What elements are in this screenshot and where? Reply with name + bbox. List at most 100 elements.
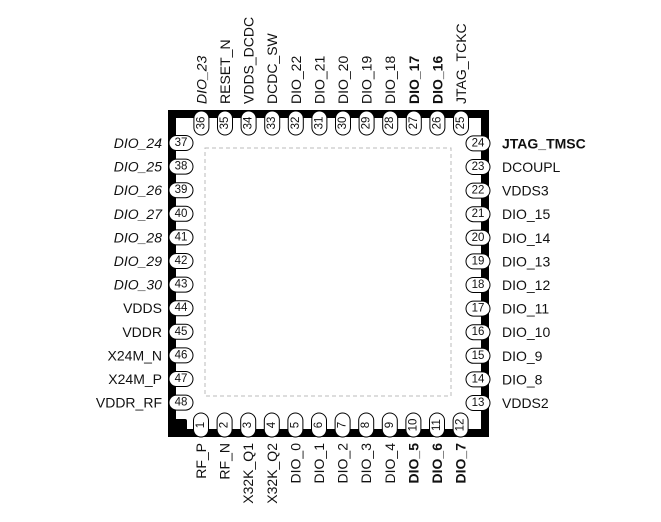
pin-label-36: DIO_23 <box>193 56 209 104</box>
pins-layer: 1RF_P2RF_N3X32K_Q14X32K_Q25DIO_06DIO_17D… <box>96 17 586 504</box>
pin-number-15: 15 <box>472 350 485 362</box>
pin-label-45: VDDR <box>122 324 162 340</box>
pin-label-37: DIO_24 <box>114 135 162 151</box>
pin-pad-36 <box>193 110 210 136</box>
pin-pad-26 <box>429 110 446 136</box>
pin-label-41: DIO_28 <box>114 229 162 245</box>
pin-number-5: 5 <box>289 422 301 428</box>
pin-label-6: DIO_1 <box>311 443 327 484</box>
pin-label-17: DIO_11 <box>502 301 549 317</box>
pin-label-39: DIO_26 <box>114 182 162 198</box>
pin-pad-34 <box>240 110 257 136</box>
pin-pad-25 <box>453 110 469 136</box>
pin-label-25: JTAG_TCKC <box>453 23 469 104</box>
pin-pad-11 <box>429 412 445 438</box>
pin-label-20: DIO_14 <box>502 230 550 246</box>
pin-number-48: 48 <box>175 397 188 409</box>
pin-label-24: JTAG_TMSC <box>502 135 586 151</box>
pin-label-13: VDDS2 <box>502 395 549 411</box>
pin-label-2: RF_N <box>217 443 233 480</box>
pin-number-28: 28 <box>384 117 396 130</box>
pin-pad-43 <box>168 276 194 293</box>
pin-label-47: X24M_P <box>108 371 162 387</box>
pin-pad-3 <box>240 412 257 438</box>
pin-label-21: DIO_15 <box>502 206 550 222</box>
pin-number-39: 39 <box>175 184 188 196</box>
pin-number-14: 14 <box>472 373 485 385</box>
pin-pad-39 <box>168 182 194 199</box>
pin-pad-45 <box>168 323 194 340</box>
pin-label-42: DIO_29 <box>114 253 162 269</box>
pin-number-23: 23 <box>472 161 485 173</box>
pin-number-8: 8 <box>360 422 372 428</box>
pin-label-22: VDDS3 <box>502 183 549 199</box>
pin-label-14: DIO_8 <box>502 371 543 387</box>
pin-pad-27 <box>405 110 422 136</box>
pin-number-42: 42 <box>175 255 188 267</box>
pin-pad-13 <box>465 395 491 411</box>
pin-number-12: 12 <box>455 419 467 432</box>
pin-label-38: DIO_25 <box>114 159 162 175</box>
pin-label-40: DIO_27 <box>114 206 163 222</box>
pin-pad-23 <box>465 159 491 175</box>
pin-label-26: DIO_16 <box>429 56 445 104</box>
pin-pad-8 <box>358 412 375 438</box>
pin-pad-30 <box>335 110 351 136</box>
pin-number-44: 44 <box>175 302 188 314</box>
pin-pad-32 <box>287 110 304 136</box>
pin-pad-41 <box>168 229 194 246</box>
pin-pad-46 <box>168 347 194 364</box>
pin-number-25: 25 <box>455 117 467 130</box>
pin-label-28: DIO_18 <box>382 56 398 104</box>
pin-number-2: 2 <box>219 422 231 428</box>
pin-pad-44 <box>168 300 194 317</box>
pin-pad-35 <box>217 110 233 136</box>
pin-number-43: 43 <box>175 279 188 291</box>
pin-pad-17 <box>465 300 491 317</box>
pin-label-46: X24M_N <box>108 347 162 363</box>
pin-number-19: 19 <box>472 255 485 267</box>
pin-label-43: DIO_30 <box>114 277 162 293</box>
pin-number-7: 7 <box>337 422 349 428</box>
pin-label-35: RESET_N <box>217 39 233 104</box>
pin-number-27: 27 <box>408 117 420 130</box>
pin1-marker <box>173 419 187 432</box>
pin-number-22: 22 <box>472 185 485 197</box>
pin-pad-1 <box>193 412 209 438</box>
pin-label-29: DIO_19 <box>359 56 375 104</box>
pin-number-45: 45 <box>175 326 188 338</box>
die-outline <box>204 147 452 397</box>
pin-pad-4 <box>263 412 280 438</box>
pin-label-19: DIO_13 <box>502 253 550 269</box>
pin-pad-18 <box>465 277 491 293</box>
pin-number-9: 9 <box>384 422 396 428</box>
pin-number-36: 36 <box>195 117 207 130</box>
pin-label-48: VDDR_RF <box>96 395 162 411</box>
pin-number-37: 37 <box>175 137 188 149</box>
pin-number-38: 38 <box>175 161 188 173</box>
pin-pad-19 <box>465 253 491 270</box>
pin-pad-5 <box>287 412 304 438</box>
pin-pad-9 <box>381 412 398 438</box>
pin-number-26: 26 <box>431 117 443 130</box>
pin-number-17: 17 <box>472 303 485 315</box>
pin-pad-40 <box>168 205 194 222</box>
pin-pad-10 <box>405 412 422 438</box>
pin-number-30: 30 <box>337 117 349 130</box>
pin-label-32: DIO_22 <box>288 56 304 104</box>
pin-pad-29 <box>358 110 375 136</box>
pin-pad-42 <box>168 253 194 269</box>
pin-number-13: 13 <box>472 397 485 409</box>
pin-pad-22 <box>465 182 491 199</box>
pin-label-7: DIO_2 <box>335 443 351 484</box>
pin-number-11: 11 <box>431 419 443 431</box>
pin-number-40: 40 <box>175 208 188 220</box>
pin-label-3: X32K_Q1 <box>240 443 256 504</box>
pin-label-23: DCOUPL <box>502 159 561 175</box>
pin-number-6: 6 <box>313 422 325 428</box>
pin-pad-38 <box>168 158 194 175</box>
pin-label-15: DIO_9 <box>502 348 543 364</box>
pin-label-16: DIO_10 <box>502 324 550 340</box>
pin-pad-24 <box>465 135 491 152</box>
pin-label-1: RF_P <box>193 443 209 479</box>
